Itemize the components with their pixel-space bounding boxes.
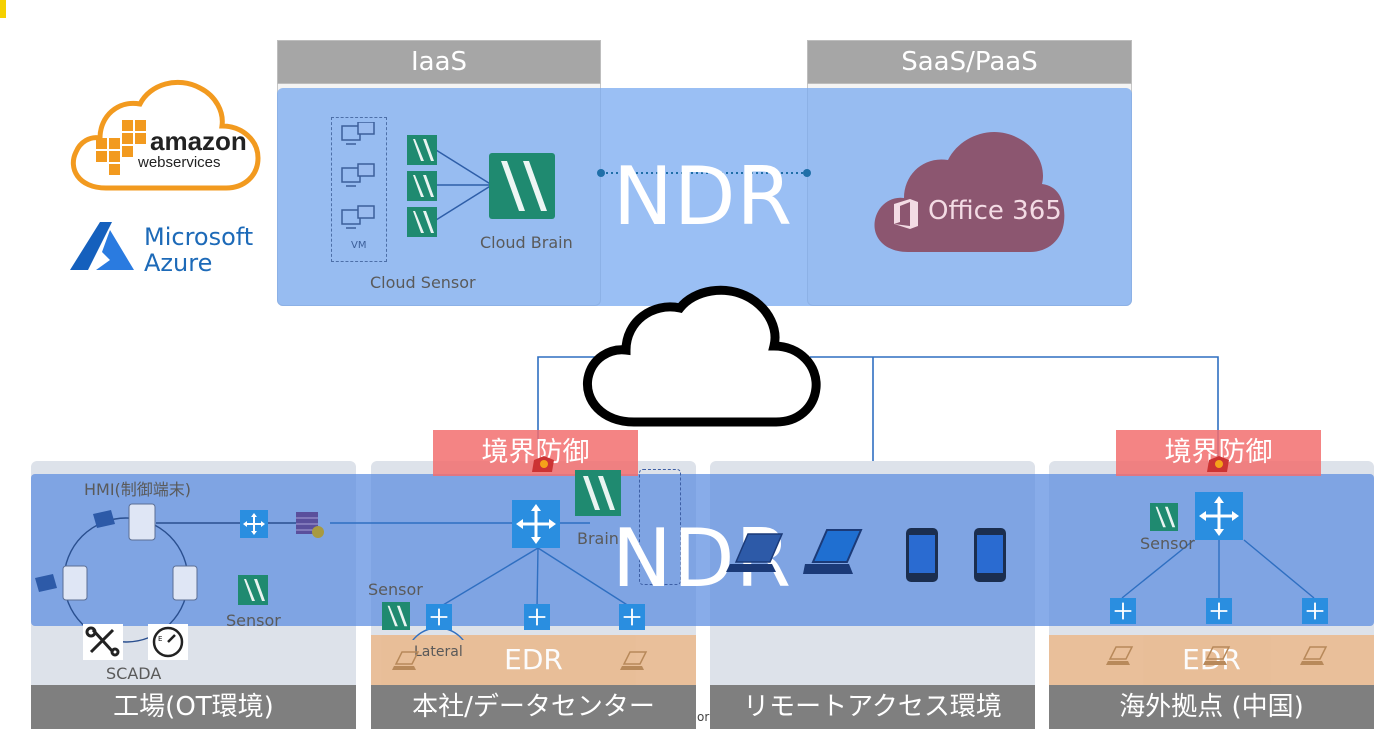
azure-line2: Azure — [144, 249, 213, 277]
remote-laptop-icon-2 — [803, 529, 863, 574]
cloud-brain-label: Cloud Brain — [480, 233, 573, 252]
overseas-core-switch-icon — [1195, 492, 1243, 540]
hq-laptop-icon-1 — [620, 651, 648, 670]
remote-laptop-icon-1 — [726, 533, 784, 572]
hq-brain-label: Brain — [577, 529, 619, 548]
firewall-icon-left — [532, 456, 554, 472]
hq-brain-icon — [575, 470, 621, 516]
aws-wordmark: amazon — [150, 126, 247, 156]
cloud-sensor-connectors — [436, 149, 493, 221]
aws-subword: webservices — [138, 154, 221, 171]
azure-icon — [70, 222, 134, 270]
iaas-tab: IaaS — [277, 40, 601, 84]
office365-cloud-icon — [874, 132, 1065, 252]
factory-label: 工場(OT環境) — [31, 685, 356, 729]
overseas-edr-band: EDR — [1049, 635, 1374, 685]
cloud-sensor-label: Cloud Sensor — [370, 273, 476, 292]
hq-sensor-icon — [382, 602, 410, 630]
vm-group — [331, 117, 387, 262]
overseas-laptop-icon-3 — [1300, 646, 1328, 665]
tools-icon — [83, 624, 123, 660]
hq-core-switch-icon — [512, 500, 560, 548]
hq-label: 本社/データセンター — [371, 685, 696, 729]
overseas-sensor-icon — [1150, 503, 1178, 531]
gauge-icon: E — [148, 624, 188, 660]
cloud-link — [597, 169, 811, 177]
office365-label: Office 365 — [928, 196, 1062, 226]
sensor-icon-3 — [407, 207, 437, 237]
cloud-brain-icon — [489, 153, 555, 219]
overseas-switch-3-icon — [1302, 598, 1328, 624]
scada-label: SCADA — [106, 664, 162, 683]
overseas-laptop-icon-1 — [1106, 646, 1134, 665]
vm-label: VM — [351, 240, 367, 251]
hq-laptop-icon-2 — [392, 651, 420, 670]
overseas-switch-1-icon — [1110, 598, 1136, 624]
factory-sensor-label: Sensor — [226, 611, 281, 630]
overseas-sensor-label: Sensor — [1140, 534, 1195, 553]
remote-label: リモートアクセス環境 — [710, 685, 1035, 729]
svg-text:E: E — [158, 635, 162, 643]
firewall-icon-right — [1207, 456, 1229, 472]
sensor-icon-2 — [407, 171, 437, 201]
overseas-switch-2-icon — [1206, 598, 1232, 624]
overseas-label: 海外拠点 (中国) — [1049, 685, 1374, 729]
factory-sensor-icon — [238, 575, 268, 605]
sensor-icon-1 — [407, 135, 437, 165]
remote-phone-icon-2 — [974, 528, 1006, 582]
internet-cloud-icon — [582, 285, 821, 427]
lateral-label: Lateral — [414, 644, 463, 660]
stray-text: or — [697, 710, 710, 724]
hq-sensor-label: Sensor — [368, 580, 423, 599]
vm-icons — [341, 122, 375, 229]
remote-phone-icon-1 — [906, 528, 938, 582]
factory-network — [35, 503, 296, 643]
ndr-label-cloud: NDR — [613, 150, 794, 243]
factory-firewall-icon — [296, 512, 324, 538]
saas-tab: SaaS/PaaS — [807, 40, 1132, 84]
office-icon — [894, 199, 918, 229]
aws-logo: amazon webservices — [66, 76, 262, 194]
hmi-label: HMI(制御端末) — [84, 480, 192, 499]
factory-switch-icon — [240, 510, 268, 538]
hq-switch-3-icon — [619, 604, 645, 630]
azure-logo: Microsoft Azure — [70, 222, 270, 278]
overseas-laptop-icon-2 — [1203, 646, 1231, 665]
azure-line1: Microsoft — [144, 223, 254, 251]
overseas-network — [1121, 539, 1315, 599]
hq-switch-2-icon — [524, 604, 550, 630]
server-stack — [639, 469, 681, 585]
hq-switch-1-icon — [426, 604, 452, 630]
corner-accent — [0, 0, 6, 18]
